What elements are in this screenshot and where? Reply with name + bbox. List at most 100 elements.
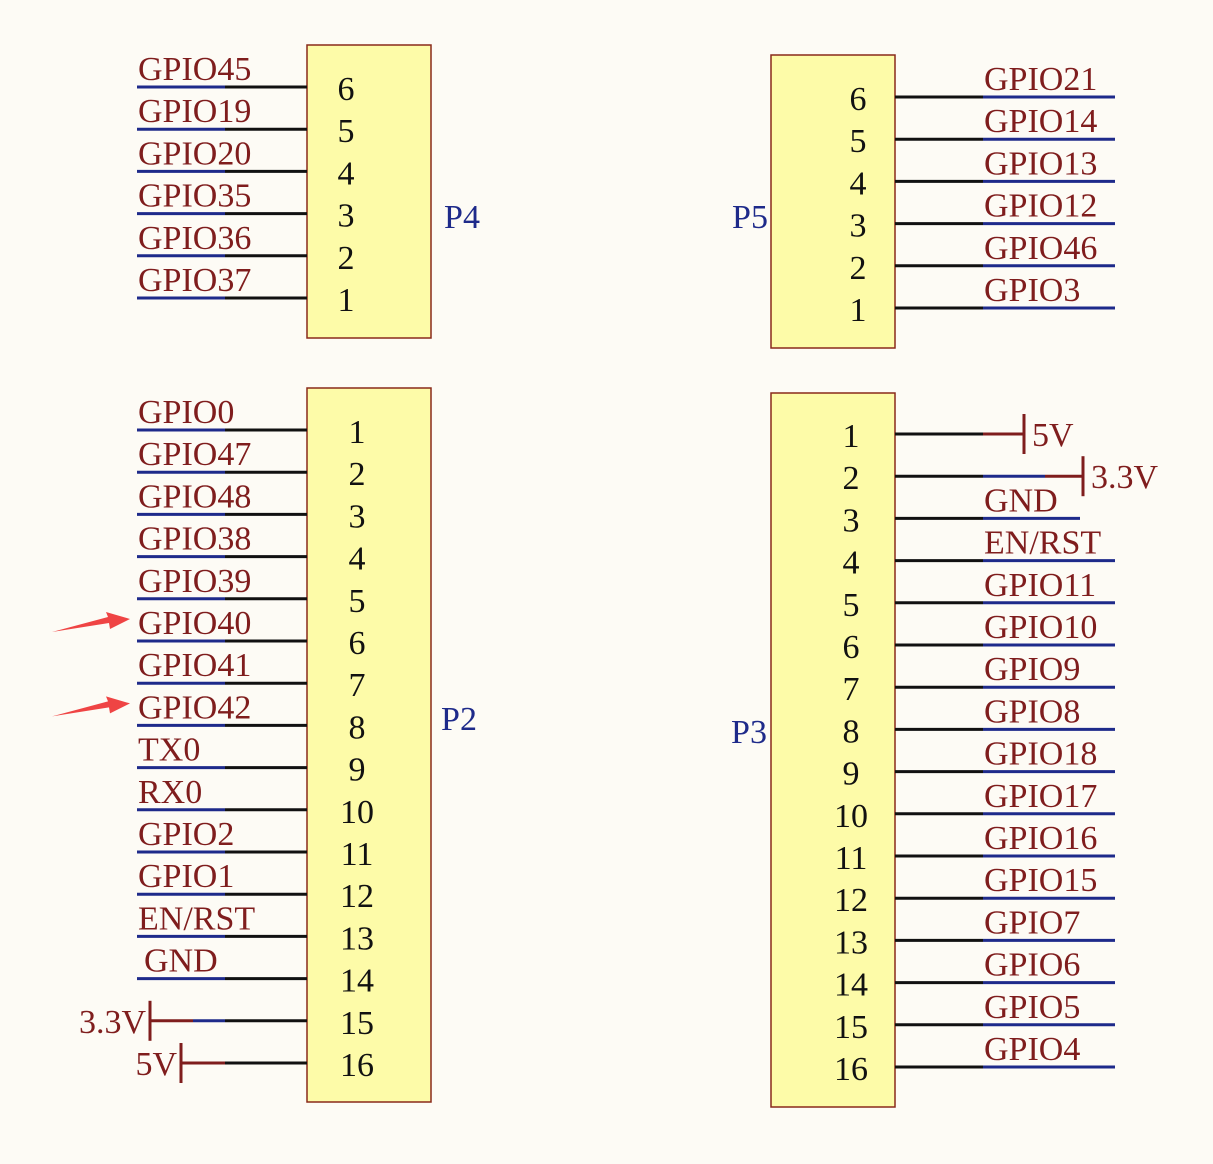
pin-number: 1 xyxy=(349,414,366,451)
pin-number: 6 xyxy=(843,629,860,666)
pin-number: 14 xyxy=(834,967,868,1004)
pin-number: 15 xyxy=(834,1009,868,1046)
net-label: GPIO35 xyxy=(138,178,251,215)
pin-5: 5 GPIO39 xyxy=(137,563,366,620)
net-label: GPIO40 xyxy=(138,605,251,642)
net-label: GPIO46 xyxy=(984,230,1097,267)
net-label: GPIO0 xyxy=(138,394,234,431)
red-arrow-icon xyxy=(52,612,130,632)
pin-number: 12 xyxy=(340,878,374,915)
pin-number: 10 xyxy=(834,798,868,835)
pin-number: 3 xyxy=(843,502,860,539)
net-label: GPIO47 xyxy=(138,436,251,473)
pin-2: 2 GPIO36 xyxy=(137,220,355,277)
pin-10: 10 GPIO17 xyxy=(834,778,1115,835)
pin-number: 11 xyxy=(835,840,868,877)
pin-number: 16 xyxy=(834,1051,868,1088)
net-label: GPIO38 xyxy=(138,521,251,558)
net-label: GPIO45 xyxy=(138,51,251,88)
pin-11: 11 GPIO16 xyxy=(835,820,1115,877)
net-label: GPIO18 xyxy=(984,736,1097,773)
net-label: GPIO8 xyxy=(984,693,1080,730)
net-label: GPIO39 xyxy=(138,563,251,600)
pin-number: 7 xyxy=(349,667,366,704)
pin-6: 6 GPIO21 xyxy=(850,61,1115,118)
pin-number: 2 xyxy=(850,250,867,287)
pin-number: 3 xyxy=(349,498,366,535)
net-label: GPIO21 xyxy=(984,61,1097,98)
pin-number: 1 xyxy=(338,282,355,319)
pin-number: 16 xyxy=(340,1047,374,1084)
pin-number: 9 xyxy=(349,752,366,789)
pin-number: 14 xyxy=(340,963,374,1000)
connector-p2: P21GPIO02GPIO473GPIO484GPIO385GPIO396GPI… xyxy=(52,387,477,1103)
pin-number: 1 xyxy=(850,292,867,329)
net-label: GPIO36 xyxy=(138,220,251,257)
pin-number: 4 xyxy=(349,541,366,578)
power-label: 5V xyxy=(1032,417,1074,454)
pin-number: 13 xyxy=(340,920,374,957)
pin-number: 6 xyxy=(850,81,867,118)
pin-number: 11 xyxy=(341,836,374,873)
pin-number: 13 xyxy=(834,924,868,961)
net-label: GPIO4 xyxy=(984,1031,1080,1068)
net-label: GPIO20 xyxy=(138,135,251,172)
net-label: RX0 xyxy=(138,774,202,811)
net-label: GPIO1 xyxy=(138,858,234,895)
pin-number: 4 xyxy=(843,545,860,582)
pin-number: 4 xyxy=(850,165,867,202)
net-label: GPIO3 xyxy=(984,272,1080,309)
red-arrow-icon xyxy=(52,696,130,717)
net-label: TX0 xyxy=(138,732,200,769)
pin-13: 13 GPIO7 xyxy=(834,904,1115,961)
pin-11: 11 GPIO2 xyxy=(137,816,373,873)
net-label: GPIO14 xyxy=(984,103,1097,140)
pin-1: 1 GPIO3 xyxy=(850,272,1115,329)
pin-number: 5 xyxy=(843,587,860,624)
pin-number: 5 xyxy=(349,583,366,620)
connector-p5: P56GPIO215GPIO144GPIO133GPIO122GPIO461GP… xyxy=(732,54,1115,349)
pin-1: 1 GPIO0 xyxy=(137,394,366,451)
pin-number: 3 xyxy=(338,198,355,235)
pin-number: 7 xyxy=(843,671,860,708)
connector-p4: P46GPIO455GPIO194GPIO203GPIO352GPIO361GP… xyxy=(137,44,480,339)
net-label: GPIO7 xyxy=(984,904,1080,941)
pin-number: 6 xyxy=(338,71,355,108)
net-label: GPIO2 xyxy=(138,816,234,853)
net-label: GPIO15 xyxy=(984,862,1097,899)
pin-15: 15 GPIO5 xyxy=(834,989,1115,1046)
pin-9: 9 TX0 xyxy=(137,732,366,789)
pin-15: 153.3V xyxy=(79,1000,374,1042)
net-label: GPIO17 xyxy=(984,778,1097,815)
pin-number: 3 xyxy=(850,208,867,245)
net-label: GPIO16 xyxy=(984,820,1097,857)
pin-number: 5 xyxy=(338,113,355,150)
pin-4: 4EN/RST xyxy=(843,525,1115,582)
net-label: EN/RST xyxy=(138,900,255,937)
pin-number: 2 xyxy=(338,240,355,277)
connector-body xyxy=(770,54,896,349)
net-label: GPIO5 xyxy=(984,989,1080,1026)
net-label: GPIO12 xyxy=(984,188,1097,225)
pin-number: 8 xyxy=(349,709,366,746)
pin-16: 16 GPIO4 xyxy=(834,1031,1115,1088)
